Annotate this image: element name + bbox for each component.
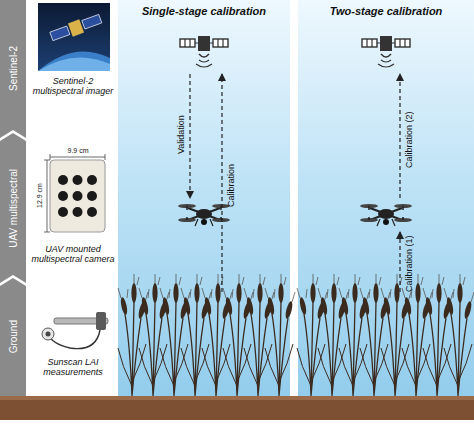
satellite-photo <box>82 14 102 29</box>
sunscan-photo <box>96 312 106 330</box>
calibration-panel: Two-stage calibration <box>298 0 474 396</box>
wheat-plants <box>160 274 190 396</box>
wheat-plants <box>202 274 232 396</box>
flow-arrow <box>189 74 190 198</box>
soil <box>0 396 474 420</box>
wheat-plants <box>381 274 411 396</box>
panel-title: Two-stage calibration <box>298 5 474 17</box>
calibration-panel: Single-stage calibration <box>118 0 290 396</box>
camera-photo <box>73 207 83 217</box>
camera-photo <box>50 160 105 232</box>
wheat-plants <box>118 274 474 396</box>
wheat-plants <box>181 274 211 396</box>
camera-photo <box>87 175 97 185</box>
camera-photo <box>87 191 97 201</box>
sunscan-photo <box>42 312 108 349</box>
band-label: UAV multispectral <box>8 169 19 248</box>
arrow-label: Calibration (2) <box>404 95 416 185</box>
dimension-label: 12.9 cm <box>36 170 46 222</box>
satellite-photo <box>68 19 84 36</box>
band-label: Sentinel-2 <box>8 46 19 91</box>
image-caption: Sunscan LAI measurements <box>30 357 116 378</box>
camera-photo <box>50 160 105 232</box>
flow-arrow <box>221 74 222 292</box>
dimension-line <box>44 154 105 232</box>
panel-title: Single-stage calibration <box>118 5 290 17</box>
flow-arrow <box>399 74 400 198</box>
flow-arrow <box>190 74 400 292</box>
satellite-photo <box>38 3 110 71</box>
sunscan-photo <box>46 332 51 337</box>
soil <box>0 396 474 420</box>
drone-icon <box>178 204 412 226</box>
wheat-plants <box>318 274 348 396</box>
soil <box>0 396 474 400</box>
drone-icon <box>360 204 412 226</box>
wheat-plants <box>402 274 432 396</box>
satellite-photo <box>38 57 110 71</box>
wheat-plants <box>360 274 390 396</box>
satellite-photo <box>49 13 103 44</box>
sunscan-photo <box>54 318 108 324</box>
flow-arrow <box>399 232 400 292</box>
image-caption: UAV mounted multispectral camera <box>30 244 116 265</box>
sunscan-photo <box>42 328 54 340</box>
satellite-icon <box>180 36 410 67</box>
band-section: Ground <box>0 278 26 396</box>
satellite-photo <box>38 51 110 71</box>
arrow-label: Calibration <box>226 145 238 225</box>
camera-photo <box>58 191 68 201</box>
satellite-icon <box>362 36 410 67</box>
satellite-icon <box>180 36 228 67</box>
dimension-line <box>50 154 105 160</box>
camera-photo <box>73 175 83 185</box>
camera-photo <box>58 207 68 217</box>
wheat-plants <box>118 274 148 396</box>
arrow-label: Validation <box>176 100 188 170</box>
dimension-line <box>44 160 50 232</box>
camera-photo <box>87 207 97 217</box>
dimension-label: 9.9 cm <box>57 147 99 155</box>
image-caption: Sentinel-2 multispectral imager <box>30 76 116 97</box>
wheat-plants <box>244 274 274 396</box>
band-section: UAV multispectral <box>0 133 26 283</box>
wheat-plants <box>297 274 327 396</box>
band-section: Sentinel-2 <box>0 0 26 138</box>
arrow-label: Calibration (1) <box>404 222 416 306</box>
wheat-plants <box>265 274 295 396</box>
satellite-photo <box>38 3 110 71</box>
wheat-plants <box>139 274 169 396</box>
drone-icon <box>178 204 230 226</box>
wheat-plants <box>223 274 253 396</box>
wheat-plants <box>339 274 369 396</box>
satellite-photo <box>50 26 70 41</box>
wheat-plants <box>423 274 453 396</box>
camera-photo <box>73 191 83 201</box>
wheat-plants <box>444 274 474 396</box>
sunscan-photo <box>48 330 100 349</box>
camera-photo <box>58 175 68 185</box>
band-label: Ground <box>8 320 19 353</box>
